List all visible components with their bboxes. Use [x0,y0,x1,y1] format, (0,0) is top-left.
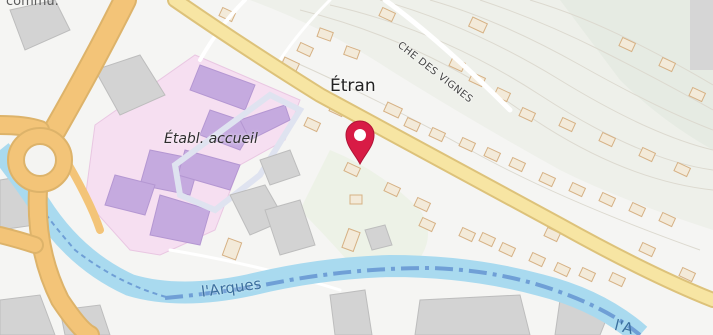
map-pin-icon[interactable] [343,118,377,166]
main-road[interactable] [169,0,713,306]
orange-roads [0,0,137,335]
facility-buildings [104,64,291,246]
vegetation-area [300,150,428,275]
edge-building [690,0,713,70]
roundabout-center [26,146,54,174]
facility-path [171,91,305,214]
forest-area [560,0,713,150]
gray-buildings [0,0,611,335]
roundabout-fill [9,129,71,191]
hillside-area [250,0,713,230]
river-dash-east [164,265,642,335]
